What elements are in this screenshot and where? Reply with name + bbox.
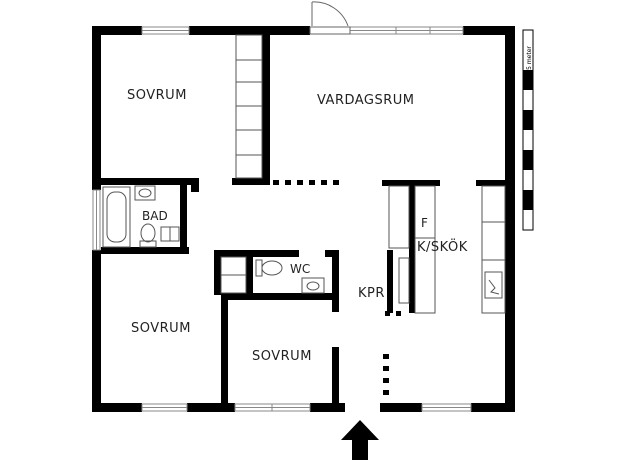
room-label-freezer: F bbox=[421, 216, 428, 230]
sink-icon bbox=[301, 277, 325, 294]
bathtub-icon bbox=[102, 186, 131, 248]
room-label-kitchen: K/SKÖK bbox=[417, 238, 468, 255]
room-label-bathroom: BAD bbox=[142, 209, 168, 223]
built-in-closets bbox=[220, 34, 263, 294]
outer-walls bbox=[92, 26, 515, 412]
interior-walls bbox=[101, 35, 505, 405]
toilet-icon bbox=[255, 259, 283, 277]
stove-icon bbox=[484, 271, 503, 299]
room-label-bedroom-bottom-left: SOVRUM bbox=[131, 321, 191, 336]
bath-cabinet bbox=[160, 226, 180, 242]
arrow-up-icon bbox=[341, 420, 379, 460]
room-label-wc: WC bbox=[290, 262, 310, 276]
scale-label: 5 meter bbox=[526, 46, 533, 70]
sink-icon bbox=[134, 185, 156, 201]
room-label-hall: KPR bbox=[358, 286, 385, 301]
scale-bar: 5 meter bbox=[522, 29, 534, 231]
dotted-openings bbox=[273, 180, 401, 395]
toilet-icon bbox=[139, 223, 157, 248]
room-label-living-room: VARDAGSRUM bbox=[317, 93, 415, 108]
kitchen-counter bbox=[388, 185, 506, 314]
room-label-bedroom-bottom-middle: SOVRUM bbox=[252, 349, 312, 364]
room-label-bedroom-top-left: SOVRUM bbox=[127, 88, 187, 103]
balcony-door bbox=[309, 1, 351, 35]
